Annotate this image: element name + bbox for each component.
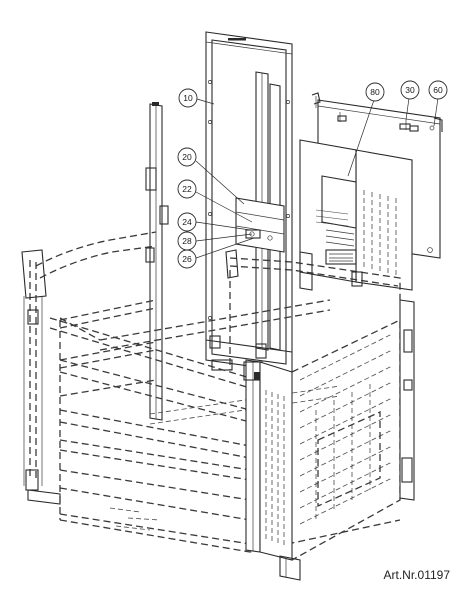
- article-number: Art.Nr.01197: [383, 568, 450, 582]
- mast-frame: [205, 31, 293, 373]
- balloon-22: 22: [177, 179, 197, 199]
- balloon-24: 24: [177, 212, 197, 232]
- balloon-28-label: 28: [182, 236, 192, 246]
- balloon-30: 30: [400, 80, 420, 100]
- balloon-28: 28: [177, 231, 197, 251]
- right-side-panel: [291, 299, 415, 561]
- rear-gate: [21, 231, 251, 505]
- front-corner-post: [243, 359, 301, 581]
- leader-lines: [195, 97, 439, 259]
- balloon-10-label: 10: [183, 93, 193, 103]
- balloon-10: 10: [178, 88, 198, 108]
- balloon-60: 60: [428, 80, 448, 100]
- balloon-26: 26: [177, 249, 197, 269]
- balloon-20-label: 20: [182, 152, 192, 162]
- cage-front: [49, 299, 401, 553]
- top-gate-rail: [225, 249, 401, 370]
- balloon-60-label: 60: [433, 85, 443, 95]
- balloon-24-label: 24: [182, 217, 192, 227]
- balloon-80-label: 80: [370, 87, 380, 97]
- balloon-80: 80: [365, 82, 385, 102]
- balloon-22-label: 22: [182, 184, 192, 194]
- left-rear-post: [145, 102, 169, 421]
- balloon-20: 20: [177, 147, 197, 167]
- control-cabinet: [299, 139, 413, 291]
- balloon-30-label: 30: [405, 85, 415, 95]
- balloon-26-label: 26: [182, 254, 192, 264]
